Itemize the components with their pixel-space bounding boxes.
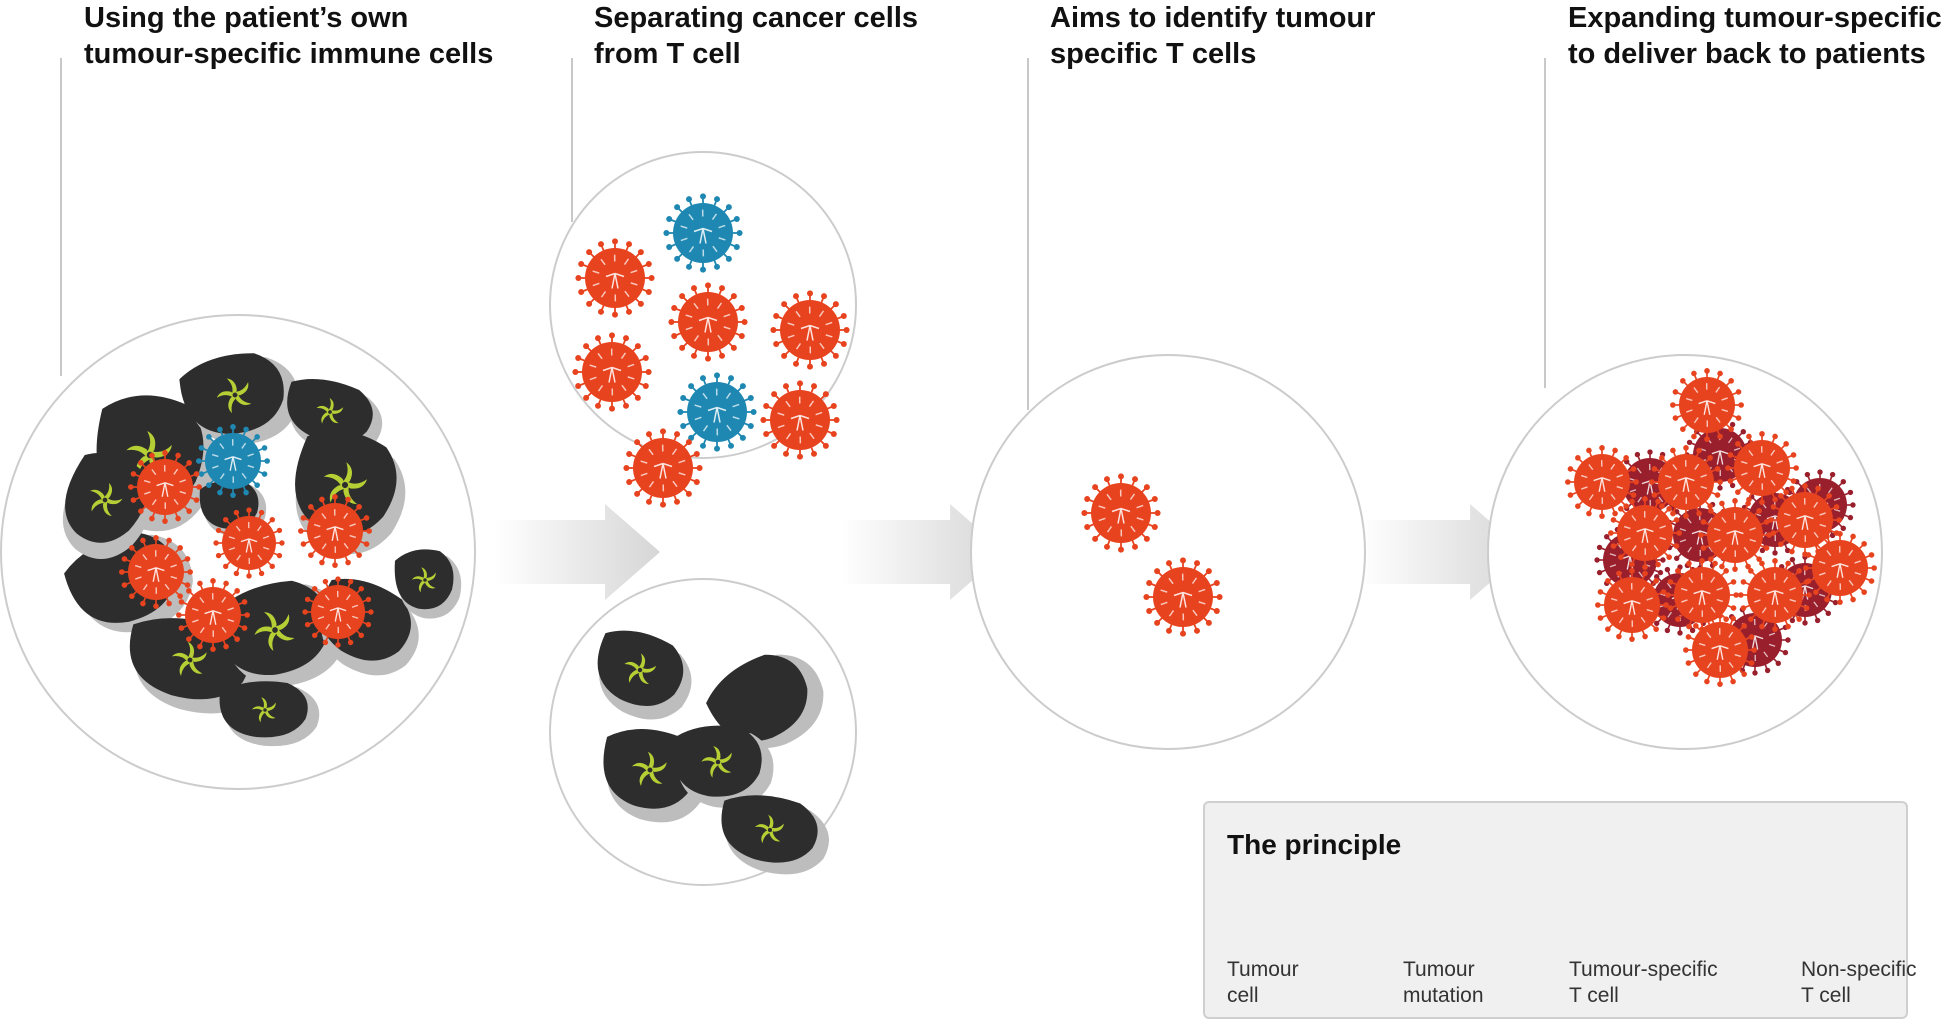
arrow-1: [495, 504, 660, 600]
tcell-icon: [623, 428, 703, 508]
mutation-icon: [631, 751, 667, 787]
step-2-title: Separating cancer cells from T cell: [594, 0, 918, 72]
mutation-icon: [624, 653, 657, 685]
tcell-icon: [663, 193, 743, 273]
tcell-icon: [668, 282, 748, 362]
step-1-title-line-1: Using the patient’s own: [84, 2, 409, 34]
legend-label-line: cell: [1227, 984, 1259, 1007]
leader-line-step-1: [60, 58, 62, 376]
mutation-icon: [171, 641, 207, 677]
legend-label-tumour-cell: Tumour cell: [1227, 957, 1299, 1009]
step-3-circle: [970, 354, 1366, 750]
mutation-icon: [701, 746, 732, 778]
tcell-icon: [1683, 613, 1757, 687]
tumour-cell-icon: [179, 353, 299, 445]
tcell-icon: [196, 424, 270, 498]
legend-label-tumour-mutation: Tumour mutation: [1403, 957, 1484, 1009]
tumour-cell-icon: [706, 654, 824, 749]
mutation-icon: [90, 482, 123, 517]
tcell-icon: [760, 380, 840, 460]
step-4-title-line-2: to deliver back to patients: [1568, 38, 1926, 70]
step-3-title-line-1: Aims to identify tumour: [1050, 2, 1376, 34]
tcell-icon: [302, 576, 374, 648]
tcell-icon: [1608, 496, 1682, 570]
legend-label-line: Non-specific: [1801, 958, 1917, 981]
legend-label-line: Tumour: [1227, 958, 1299, 981]
tcell-icon: [1595, 568, 1669, 642]
tcell-icon: [1725, 431, 1799, 505]
mutation-icon: [216, 378, 252, 414]
step-1-title: Using the patient’s own tumour-specific …: [84, 0, 493, 72]
tcell-icon: [1670, 368, 1744, 442]
tcell-icon: [213, 507, 285, 579]
tcell-icon: [1768, 483, 1842, 557]
tumour-cell-icon: [721, 795, 829, 875]
legend-label-line: T cell: [1569, 984, 1619, 1007]
tcell-icon: [119, 535, 193, 609]
tcell-icon: [770, 290, 850, 370]
tumour-cell-icon: [671, 725, 774, 808]
legend-panel: The principle Tumour cell Tumour mutatio…: [1203, 801, 1917, 1019]
tcell-icon: [572, 332, 652, 412]
tcell-icon: [176, 578, 250, 652]
tcell-icon: [128, 450, 202, 524]
step-3-title-line-2: specific T cells: [1050, 38, 1257, 70]
step-2-title-line-1: Separating cancer cells: [594, 2, 918, 34]
tcell-icon: [298, 494, 372, 568]
legend-label-line: T cell: [1801, 984, 1851, 1007]
mutation-icon: [411, 567, 436, 593]
leader-line-step-4: [1544, 58, 1546, 388]
step-2-title-line-2: from T cell: [594, 38, 741, 70]
mutation-icon: [251, 697, 276, 723]
leader-line-step-3: [1027, 58, 1029, 410]
tcell-icon: [1665, 558, 1739, 632]
tumour-cell-icon: [394, 549, 462, 619]
tcell-icon: [1803, 531, 1877, 605]
legend-label-line: Tumour-specific: [1569, 958, 1718, 981]
step-4-title-line-1: Expanding tumour-specific: [1568, 2, 1942, 34]
legend-label-tumour-specific-tcell: Tumour-specific T cell: [1569, 957, 1718, 1009]
tcell-icon: [1565, 445, 1639, 519]
step-4-title: Expanding tumour-specific to deliver bac…: [1568, 0, 1942, 72]
tumour-cell-icon: [219, 681, 320, 747]
tumour-cell-icon: [597, 630, 692, 720]
tcell-icon: [1738, 558, 1812, 632]
tcell-icon: [575, 238, 655, 318]
tcell-icon: [1649, 445, 1723, 519]
arrow-2: [840, 504, 1005, 600]
mutation-icon: [254, 612, 295, 651]
mutation-icon: [316, 397, 344, 424]
legend-title: The principle: [1227, 829, 1402, 860]
step-1-title-line-2: tumour-specific immune cells: [84, 38, 494, 70]
leader-line-step-2: [571, 58, 573, 222]
arrow-3: [1360, 504, 1525, 600]
legend-label-non-specific-tcell: Non-specific T cell: [1801, 957, 1917, 1009]
tcell-icon: [1698, 498, 1772, 572]
mutation-icon: [754, 814, 784, 844]
legend-label-line: Tumour: [1403, 958, 1475, 981]
step-3-title: Aims to identify tumour specific T cells: [1050, 0, 1375, 72]
tcell-icon: [1081, 473, 1161, 553]
tcell-icon: [677, 372, 757, 452]
legend-label-line: mutation: [1403, 984, 1484, 1007]
separated-tumour-cells: [597, 630, 829, 875]
tcell-icon: [1143, 557, 1223, 637]
